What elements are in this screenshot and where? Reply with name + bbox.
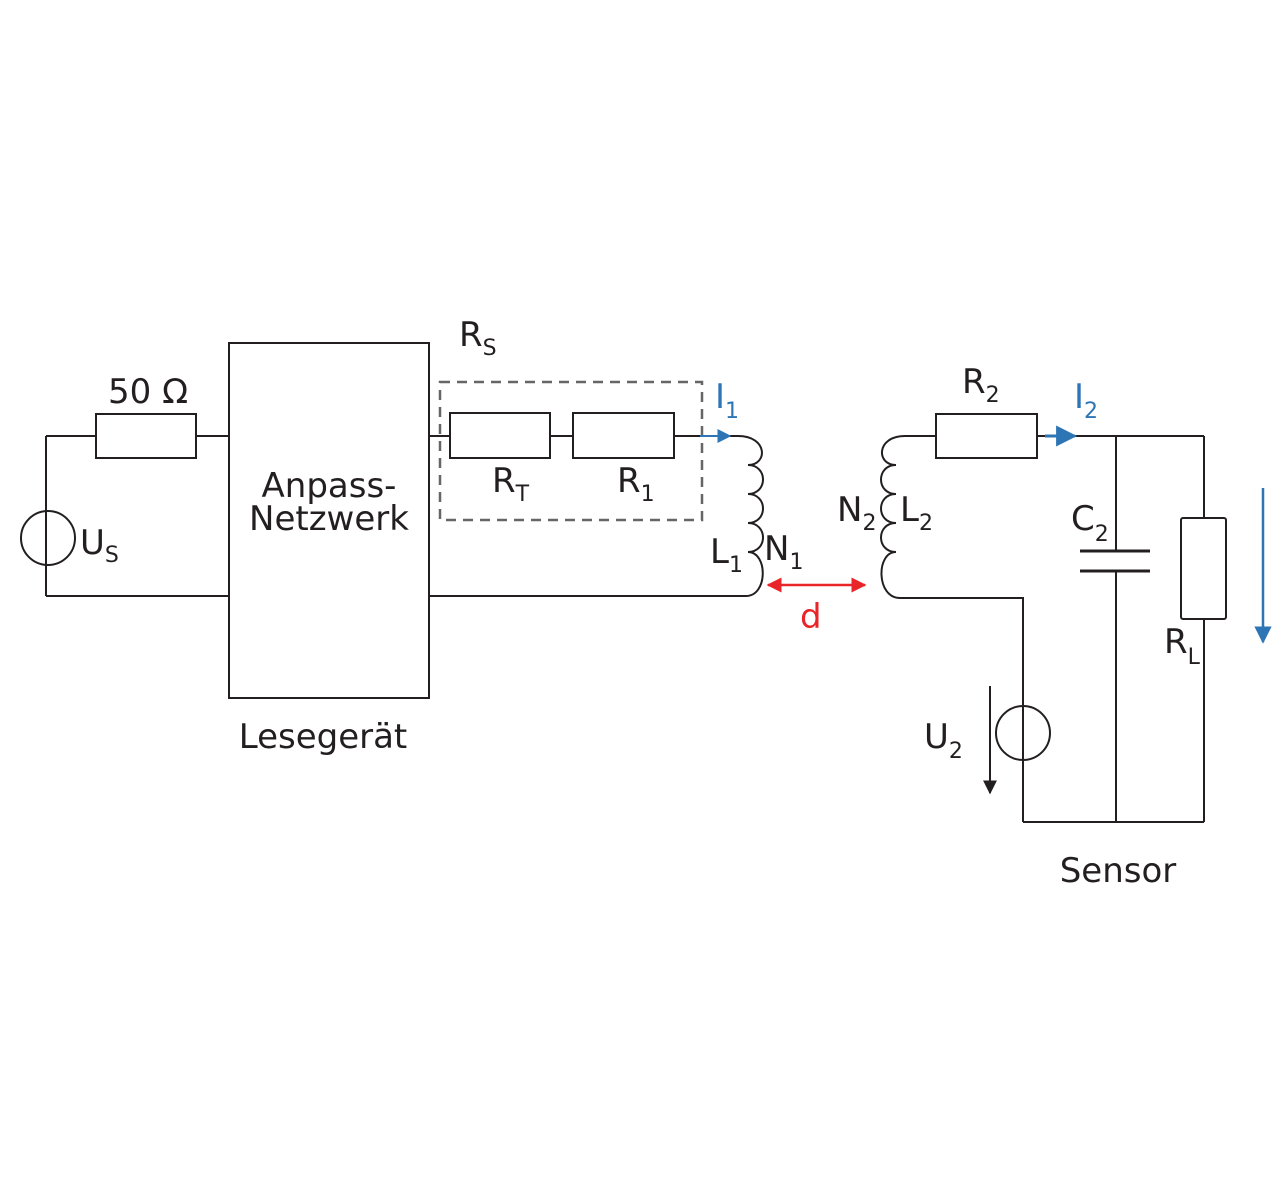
n2-label: N2 bbox=[837, 490, 876, 536]
c2-label: C2 bbox=[1071, 499, 1109, 547]
matching-network-block bbox=[228, 342, 430, 699]
rt-resistor bbox=[449, 412, 551, 459]
rs-label: RS bbox=[459, 315, 497, 361]
source-voltage-label: US bbox=[80, 523, 119, 568]
sensor-label: Sensor bbox=[1060, 851, 1177, 891]
rt-label: RT bbox=[492, 461, 530, 507]
source-voltage-symbol bbox=[20, 510, 76, 566]
u2-branch-wire bbox=[900, 597, 1024, 822]
matching-network-label-line1: Anpass- bbox=[262, 466, 397, 506]
n1-label: N1 bbox=[764, 529, 803, 575]
matching-network-label-line2: Netzwerk bbox=[249, 499, 409, 539]
r2-label: R2 bbox=[962, 362, 1000, 408]
source-resistor-label: 50 Ω bbox=[108, 372, 188, 412]
c2-capacitor bbox=[1080, 549, 1150, 573]
l1-label: L1 bbox=[710, 532, 743, 578]
i2-label: I2 bbox=[1074, 377, 1098, 424]
u2-label: U2 bbox=[924, 717, 963, 764]
rs-group-box bbox=[438, 380, 704, 522]
rl-resistor bbox=[1180, 517, 1227, 620]
r1-label: R1 bbox=[617, 461, 655, 507]
reader-label: Lesegerät bbox=[239, 717, 408, 757]
r2-resistor bbox=[935, 413, 1038, 459]
source-resistor bbox=[95, 413, 197, 459]
coil-l2 bbox=[880, 435, 906, 599]
l2-label: L2 bbox=[900, 490, 933, 536]
coil-l1 bbox=[737, 435, 764, 597]
i1-label: I1 bbox=[715, 377, 739, 424]
rl-label: RL bbox=[1164, 622, 1201, 670]
r1-resistor bbox=[572, 412, 675, 459]
distance-label: d bbox=[800, 597, 822, 637]
